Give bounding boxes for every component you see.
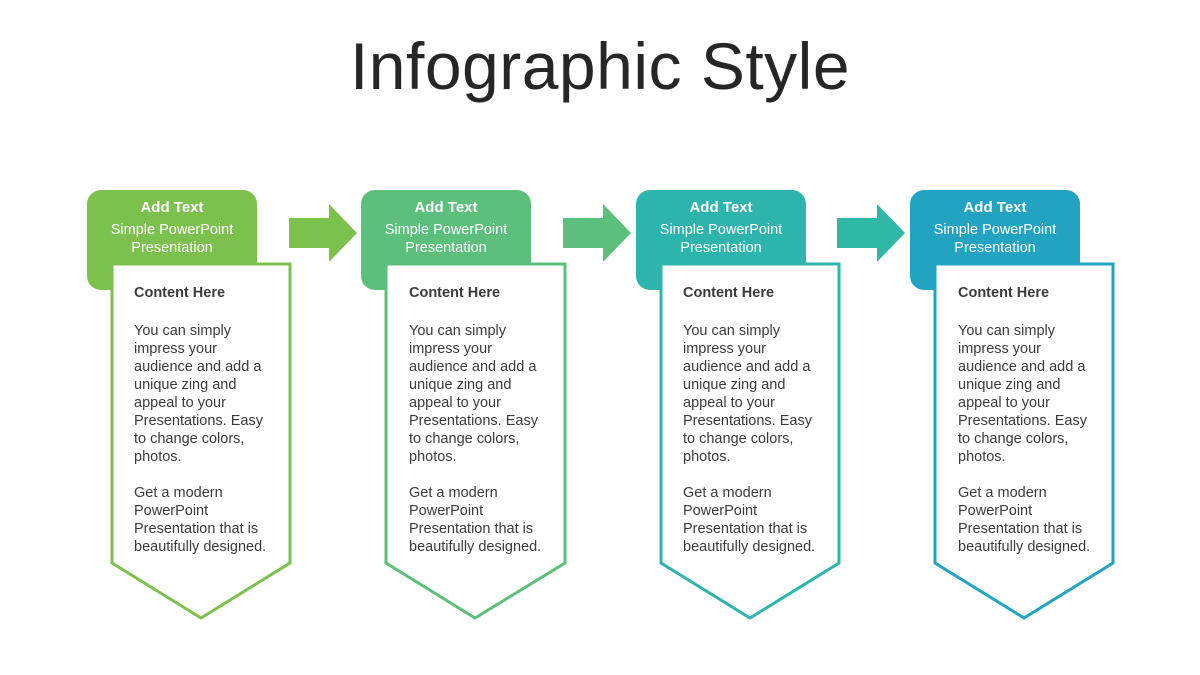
step-2-header: Add Text Simple PowerPoint Presentation [361, 190, 531, 290]
step-4-content-title: Content Here [958, 285, 1050, 301]
step-1-header-title: Add Text [140, 199, 204, 216]
step-4-content: Content Here You can simply impress your… [958, 284, 1098, 574]
arrow-1-icon [289, 204, 357, 262]
step-4-header-subtitle: Simple PowerPoint Presentation [933, 222, 1057, 256]
step-3-content: Content Here You can simply impress your… [683, 284, 823, 574]
step-2-content: Content Here You can simply impress your… [409, 284, 549, 574]
step-3-header: Add Text Simple PowerPoint Presentation [636, 190, 806, 290]
step-1: Add Text Simple PowerPoint Presentation … [0, 0, 300, 675]
step-2-paragraph-2: Get a modern PowerPoint Presentation tha… [409, 485, 542, 555]
step-1-header: Add Text Simple PowerPoint Presentation [87, 190, 257, 290]
step-1-content: Content Here You can simply impress your… [134, 284, 274, 574]
step-4-shape [910, 190, 1115, 620]
step-2-header-title: Add Text [414, 199, 478, 216]
arrow-3-icon [837, 204, 905, 262]
step-2-content-title: Content Here [409, 285, 501, 301]
step-3-paragraph-1: You can simply impress your audience and… [683, 323, 812, 465]
slide-title: Infographic Style [349, 29, 851, 103]
step-2-header-subtitle: Simple PowerPoint Presentation [384, 222, 508, 256]
step-4-paragraph-2: Get a modern PowerPoint Presentation tha… [958, 485, 1091, 555]
step-3-header-title: Add Text [689, 199, 753, 216]
step-1-shape [87, 190, 292, 620]
step-4-paragraph-1: You can simply impress your audience and… [958, 323, 1087, 465]
step-1-paragraph-2: Get a modern PowerPoint Presentation tha… [134, 485, 267, 555]
step-4: Add Text Simple PowerPoint Presentation … [824, 0, 1124, 675]
step-4-header-title: Add Text [963, 199, 1027, 216]
step-3-header-subtitle: Simple PowerPoint Presentation [659, 222, 783, 256]
step-3-shape [636, 190, 841, 620]
step-2: Add Text Simple PowerPoint Presentation … [275, 0, 575, 675]
step-3-paragraph-2: Get a modern PowerPoint Presentation tha… [683, 485, 816, 555]
step-3-content-title: Content Here [683, 285, 775, 301]
step-3: Add Text Simple PowerPoint Presentation … [549, 0, 849, 675]
step-4-header: Add Text Simple PowerPoint Presentation [910, 190, 1080, 290]
step-1-content-title: Content Here [134, 285, 226, 301]
arrow-2-icon [563, 204, 631, 262]
step-2-shape [361, 190, 567, 620]
step-1-header-subtitle: Simple PowerPoint Presentation [110, 222, 234, 256]
step-2-paragraph-1: You can simply impress your audience and… [409, 323, 538, 465]
step-1-paragraph-1: You can simply impress your audience and… [134, 323, 263, 465]
